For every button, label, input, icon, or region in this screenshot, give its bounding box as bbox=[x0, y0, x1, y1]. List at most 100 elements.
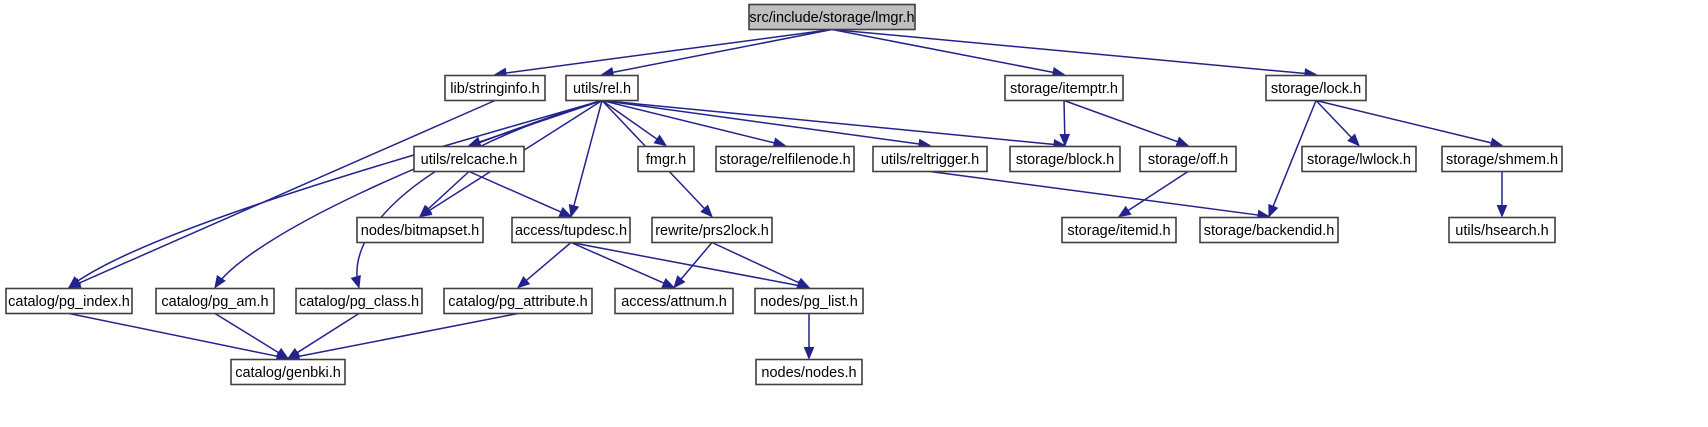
graph-node-backendid[interactable]: storage/backendid.h bbox=[1199, 216, 1339, 244]
graph-node-block[interactable]: storage/block.h bbox=[1009, 145, 1121, 173]
edge-itemptr-to-off bbox=[1063, 99, 1190, 147]
node-box-stringinfo[interactable] bbox=[444, 74, 546, 102]
edge-rel-to-relfilenode bbox=[601, 99, 787, 148]
graph-node-attnum[interactable]: access/attnum.h bbox=[614, 287, 734, 315]
node-label-shmem: storage/shmem.h bbox=[1446, 152, 1558, 168]
node-box-bitmapset[interactable] bbox=[356, 216, 484, 244]
node-label-rel: utils/rel.h bbox=[573, 81, 631, 97]
edge-rel-to-fmgr bbox=[601, 99, 668, 147]
edge-rel-to-block bbox=[601, 99, 1067, 150]
node-box-relfilenode[interactable] bbox=[715, 145, 855, 173]
node-label-backendid: storage/backendid.h bbox=[1204, 223, 1335, 239]
graph-node-pg_am[interactable]: catalog/pg_am.h bbox=[155, 287, 275, 315]
edge-lmgr-to-itemptr bbox=[831, 28, 1066, 78]
graph-node-itemid[interactable]: storage/itemid.h bbox=[1061, 216, 1177, 244]
graph-node-shmem[interactable]: storage/shmem.h bbox=[1441, 145, 1563, 173]
node-label-lwlock: storage/lwlock.h bbox=[1307, 152, 1411, 168]
graph-node-hsearch[interactable]: utils/hsearch.h bbox=[1448, 216, 1556, 244]
node-box-prs2lock[interactable] bbox=[651, 216, 773, 244]
edge-stringinfo-to-pg_index bbox=[67, 99, 496, 289]
edge-pg_list-to-nodes bbox=[803, 313, 815, 360]
node-box-reltrigger[interactable] bbox=[872, 145, 988, 173]
node-label-bitmapset: nodes/bitmapset.h bbox=[361, 223, 480, 239]
graph-node-reltrigger[interactable]: utils/reltrigger.h bbox=[872, 145, 988, 173]
graph-node-prs2lock[interactable]: rewrite/prs2lock.h bbox=[651, 216, 773, 244]
edge-prs2lock-to-pg_list bbox=[711, 241, 811, 289]
node-label-block: storage/block.h bbox=[1016, 152, 1114, 168]
graph-node-off[interactable]: storage/off.h bbox=[1139, 145, 1237, 173]
edge-rel-to-pg_am bbox=[214, 99, 603, 289]
graph-node-pg_index[interactable]: catalog/pg_index.h bbox=[5, 287, 133, 315]
node-box-fmgr[interactable] bbox=[637, 145, 695, 173]
node-box-pg_class[interactable] bbox=[295, 287, 423, 315]
graph-node-stringinfo[interactable]: lib/stringinfo.h bbox=[444, 74, 546, 102]
edge-shmem-to-hsearch bbox=[1496, 171, 1508, 218]
graph-node-relcache[interactable]: utils/relcache.h bbox=[413, 145, 525, 173]
graph-node-lmgr[interactable]: src/include/storage/lmgr.h bbox=[748, 3, 916, 31]
graph-node-pg_list[interactable]: nodes/pg_list.h bbox=[754, 287, 864, 315]
graph-node-fmgr[interactable]: fmgr.h bbox=[637, 145, 695, 173]
node-box-relcache[interactable] bbox=[413, 145, 525, 173]
graph-node-lock[interactable]: storage/lock.h bbox=[1265, 74, 1367, 102]
edge-lmgr-to-rel bbox=[600, 28, 833, 78]
edge-pg_am-to-genbki bbox=[214, 312, 290, 360]
node-label-pg_list: nodes/pg_list.h bbox=[760, 294, 858, 310]
node-box-lwlock[interactable] bbox=[1301, 145, 1417, 173]
node-box-attnum[interactable] bbox=[614, 287, 734, 315]
graph-node-genbki[interactable]: catalog/genbki.h bbox=[230, 358, 346, 386]
node-label-pg_attribute: catalog/pg_attribute.h bbox=[448, 294, 587, 310]
node-box-pg_am[interactable] bbox=[155, 287, 275, 315]
node-label-stringinfo: lib/stringinfo.h bbox=[450, 81, 539, 97]
node-box-itemptr[interactable] bbox=[1004, 74, 1124, 102]
node-box-nodes[interactable] bbox=[755, 358, 863, 386]
edge-reltrigger-to-backendid bbox=[929, 170, 1271, 221]
edge-layer bbox=[67, 28, 1508, 362]
node-box-off[interactable] bbox=[1139, 145, 1237, 173]
edge-relcache-to-tupdesc bbox=[468, 170, 573, 218]
edge-prs2lock-to-attnum bbox=[673, 242, 713, 289]
graph-node-pg_attribute[interactable]: catalog/pg_attribute.h bbox=[443, 287, 593, 315]
node-box-pg_attribute[interactable] bbox=[443, 287, 593, 315]
node-label-prs2lock: rewrite/prs2lock.h bbox=[655, 223, 769, 239]
node-box-pg_index[interactable] bbox=[5, 287, 133, 315]
graph-node-lwlock[interactable]: storage/lwlock.h bbox=[1301, 145, 1417, 173]
node-label-tupdesc: access/tupdesc.h bbox=[515, 223, 627, 239]
edge-tupdesc-to-pg_list bbox=[570, 241, 811, 291]
node-label-pg_index: catalog/pg_index.h bbox=[8, 294, 130, 310]
node-box-block[interactable] bbox=[1009, 145, 1121, 173]
graph-node-tupdesc[interactable]: access/tupdesc.h bbox=[511, 216, 631, 244]
node-box-backendid[interactable] bbox=[1199, 216, 1339, 244]
node-label-relfilenode: storage/relfilenode.h bbox=[719, 152, 850, 168]
node-label-genbki: catalog/genbki.h bbox=[235, 365, 341, 381]
edge-relcache-to-bitmapset bbox=[419, 170, 470, 218]
node-box-genbki[interactable] bbox=[230, 358, 346, 386]
graph-node-bitmapset[interactable]: nodes/bitmapset.h bbox=[356, 216, 484, 244]
node-label-pg_class: catalog/pg_class.h bbox=[299, 294, 419, 310]
node-label-off: storage/off.h bbox=[1148, 152, 1228, 168]
edge-tupdesc-to-attnum bbox=[570, 241, 676, 289]
graph-node-nodes[interactable]: nodes/nodes.h bbox=[755, 358, 863, 386]
node-label-relcache: utils/relcache.h bbox=[421, 152, 518, 168]
node-box-lmgr[interactable] bbox=[748, 3, 916, 31]
graph-node-itemptr[interactable]: storage/itemptr.h bbox=[1004, 74, 1124, 102]
edge-lmgr-to-lock bbox=[831, 28, 1318, 79]
node-box-shmem[interactable] bbox=[1441, 145, 1563, 173]
edge-itemptr-to-block bbox=[1059, 100, 1071, 147]
graph-node-relfilenode[interactable]: storage/relfilenode.h bbox=[715, 145, 855, 173]
edge-rel-to-pg_class bbox=[350, 99, 603, 289]
node-box-rel[interactable] bbox=[565, 74, 639, 102]
graph-node-pg_class[interactable]: catalog/pg_class.h bbox=[295, 287, 423, 315]
edge-pg_index-to-genbki bbox=[68, 312, 290, 362]
node-box-lock[interactable] bbox=[1265, 74, 1367, 102]
edge-tupdesc-to-pg_attribute bbox=[517, 241, 572, 289]
node-label-itemid: storage/itemid.h bbox=[1067, 223, 1170, 239]
node-box-tupdesc[interactable] bbox=[511, 216, 631, 244]
edge-off-to-itemid bbox=[1117, 170, 1189, 218]
edge-lmgr-to-stringinfo bbox=[493, 28, 833, 79]
node-box-itemid[interactable] bbox=[1061, 216, 1177, 244]
node-box-hsearch[interactable] bbox=[1448, 216, 1556, 244]
node-box-pg_list[interactable] bbox=[754, 287, 864, 315]
graph-node-rel[interactable]: utils/rel.h bbox=[565, 74, 639, 102]
